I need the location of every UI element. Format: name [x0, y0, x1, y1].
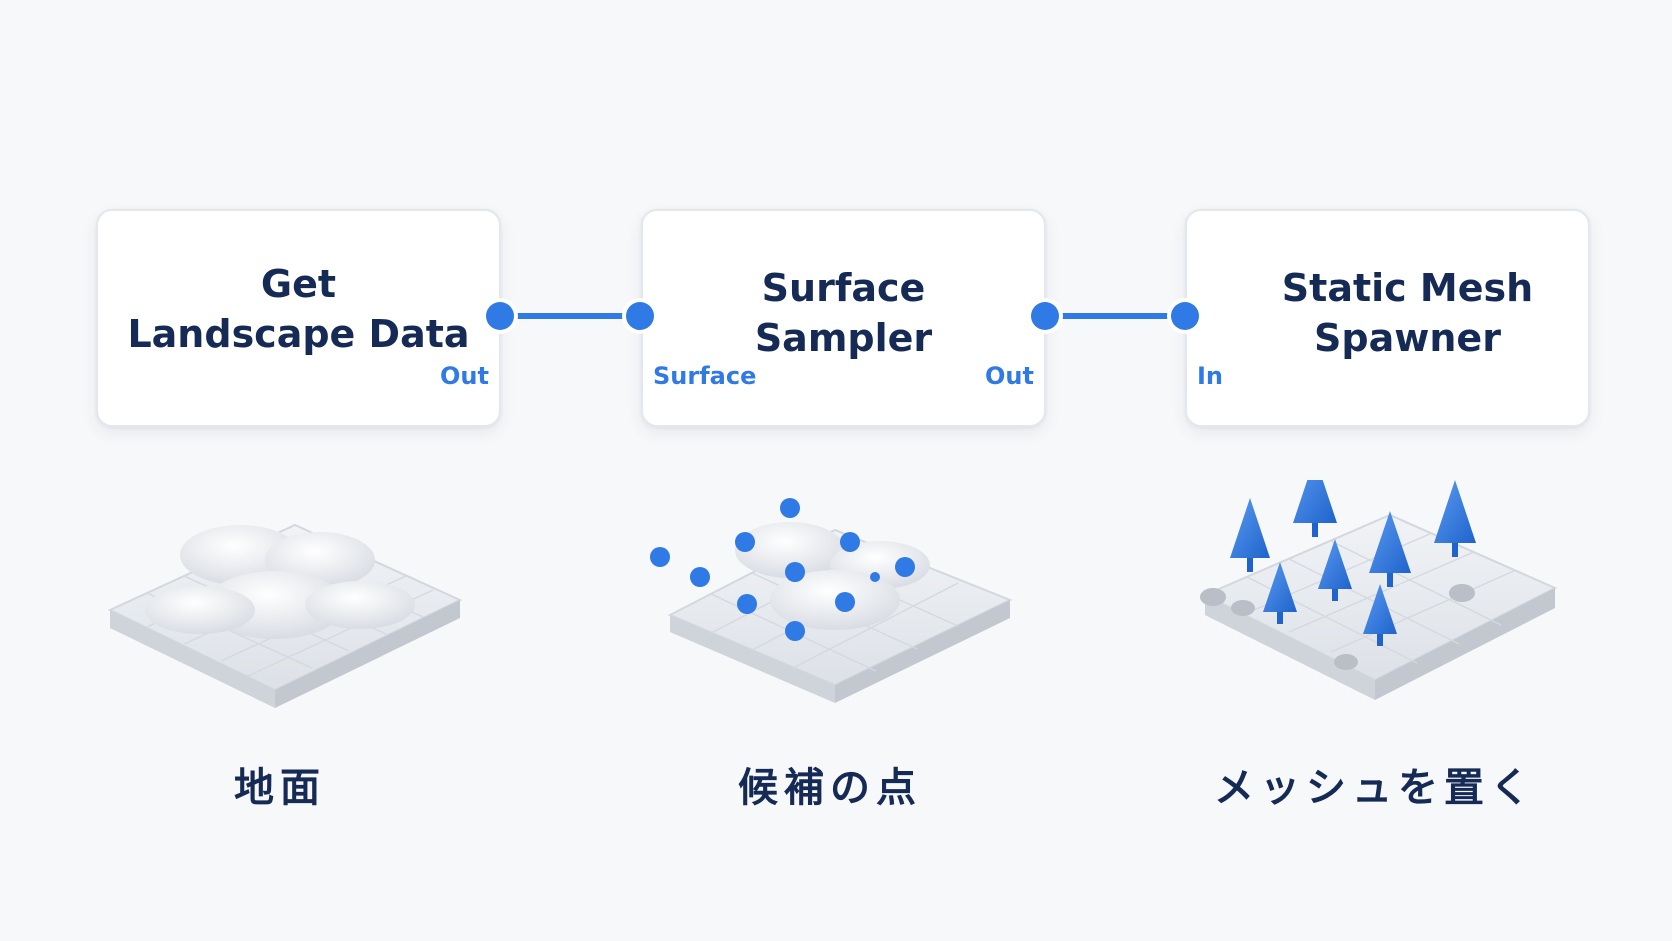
tree-icons [1230, 480, 1476, 646]
terrain-hills [735, 522, 930, 630]
terrain-with-sample-points-illustration [650, 498, 1013, 703]
wire-2-to-3 [1042, 313, 1188, 319]
input-port-label: Surface [653, 362, 757, 390]
node-static-mesh-spawner[interactable]: Static Mesh Spawner In [1185, 209, 1590, 427]
node-title-line: Static Mesh [1281, 266, 1534, 310]
node-title: Get Landscape Data [98, 259, 499, 359]
wire-1-to-2 [497, 313, 643, 319]
rocks [1200, 584, 1475, 670]
caption-candidate-points: 候補の点 [738, 765, 922, 811]
input-port-label: In [1197, 362, 1224, 390]
node-title-line: Spawner [1314, 316, 1501, 360]
node-get-landscape-data[interactable]: Get Landscape Data Out [96, 209, 501, 427]
node-title: Surface Sampler [643, 263, 1044, 363]
terrain-tile-illustration [107, 523, 463, 708]
caption-place-meshes: メッシュを置く [1214, 765, 1536, 811]
output-port-label: Out [440, 362, 489, 390]
node-surface-sampler[interactable]: Surface Sampler Surface Out [641, 209, 1046, 427]
terrain-with-trees-illustration [1200, 480, 1558, 700]
node-title-line: Surface [761, 266, 926, 310]
output-port-label: Out [985, 362, 1034, 390]
caption-ground: 地面 [234, 765, 326, 811]
node-title-line: Sampler [754, 316, 933, 360]
terrain-hills [145, 525, 415, 639]
node-title: Static Mesh Spawner [1187, 263, 1588, 363]
sample-points [650, 498, 915, 641]
node-title-line: Landscape Data [127, 312, 470, 356]
node-title-line: Get [260, 262, 337, 306]
